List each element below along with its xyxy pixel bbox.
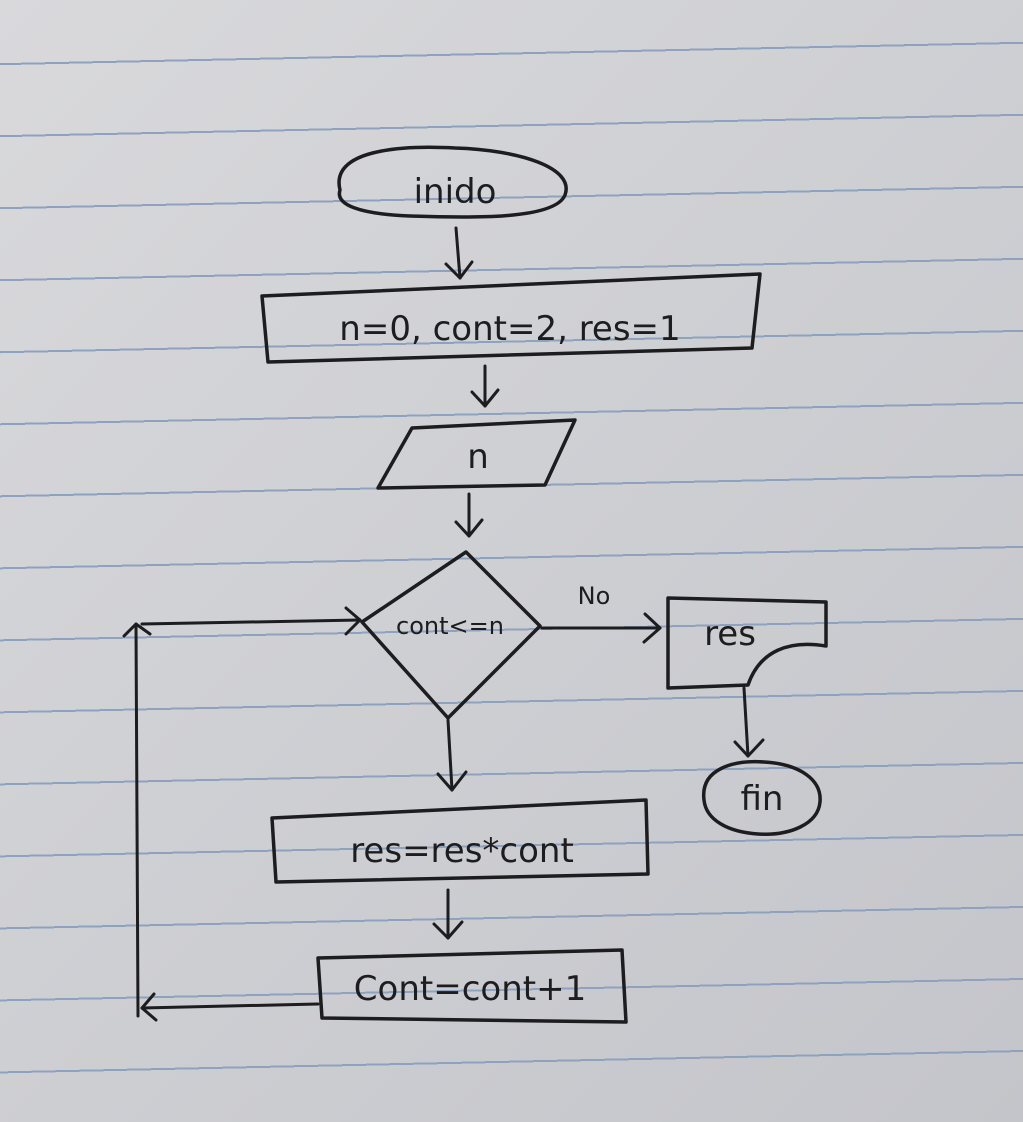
input-label: n (467, 437, 489, 477)
init-label: n=0, cont=2, res=1 (339, 309, 680, 349)
end-label: fin (741, 779, 784, 819)
arrow-input-to-decision (454, 492, 484, 538)
multiply-node: res=res*cont (270, 798, 650, 884)
output-node: res (666, 596, 828, 690)
start-label: inido (414, 172, 497, 212)
multiply-label: res=res*cont (350, 831, 574, 871)
decision-label: cont<=n (396, 612, 504, 640)
end-node: fin (702, 759, 822, 836)
increment-node: Cont=cont+1 (316, 948, 628, 1024)
init-node: n=0, cont=2, res=1 (260, 272, 762, 364)
arrow-start-to-init (444, 226, 474, 280)
arrow-loop-back (122, 606, 362, 1022)
decision-node: cont<=n (360, 550, 542, 720)
arrow-decision-to-multiply (436, 718, 468, 792)
input-node: n (376, 418, 577, 490)
no-branch-label: No (578, 582, 611, 610)
arrow-output-to-end (733, 686, 765, 758)
start-node: inido (337, 145, 568, 219)
arrow-multiply-to-increment (432, 888, 464, 940)
output-label: res (704, 614, 756, 654)
arrow-decision-to-output: No (540, 582, 662, 644)
increment-label: Cont=cont+1 (354, 969, 586, 1009)
arrow-init-to-input (470, 364, 500, 408)
